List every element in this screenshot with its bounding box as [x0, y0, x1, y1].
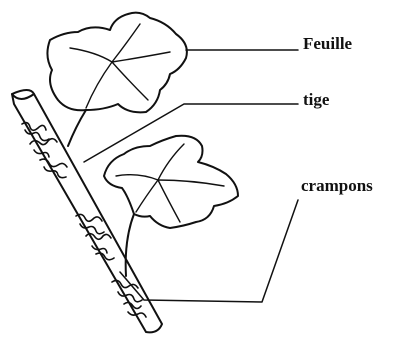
leader-tige: [84, 104, 298, 162]
label-crampons: crampons: [301, 177, 373, 194]
upper-leaf: [47, 13, 186, 113]
stem: [12, 90, 162, 332]
label-feuille: Feuille: [303, 35, 352, 52]
label-tige: tige: [303, 91, 329, 108]
upper-petiole: [68, 110, 86, 146]
lower-leaf: [104, 136, 238, 228]
